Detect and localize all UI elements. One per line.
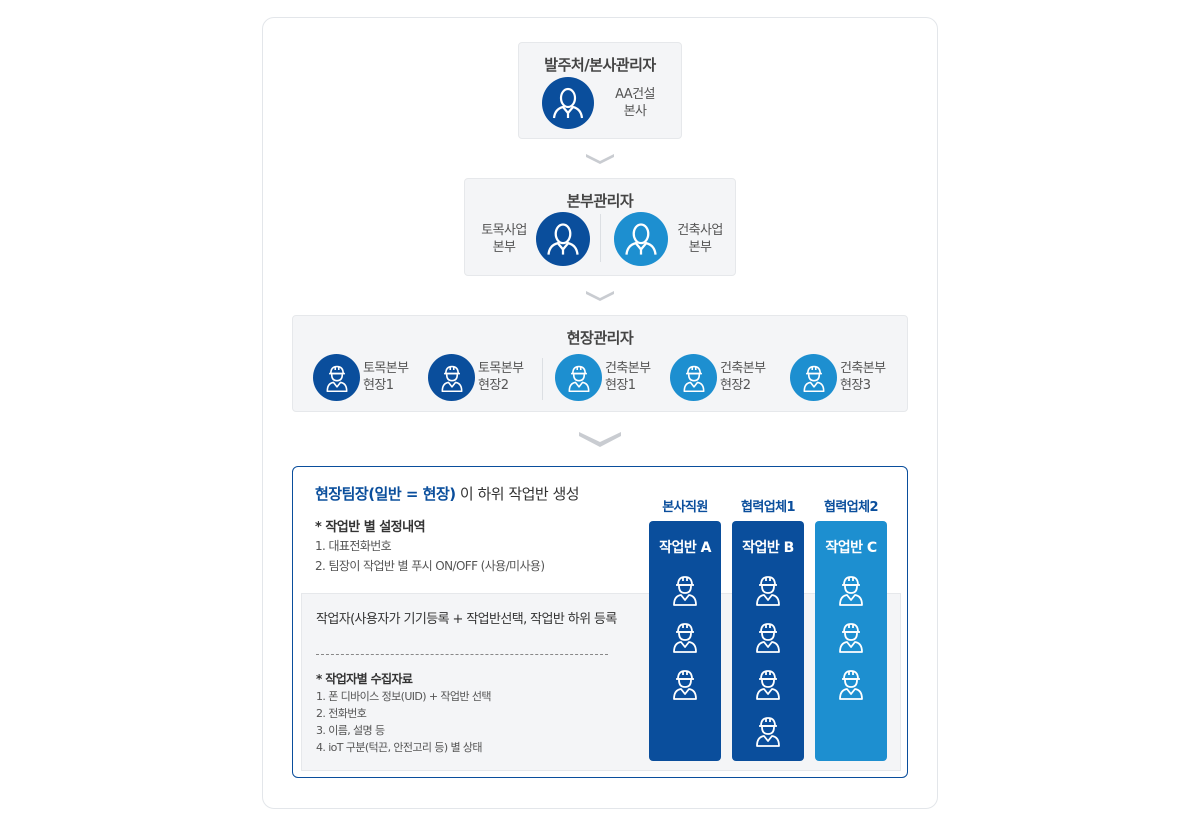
work-group-column: 작업반 A: [649, 521, 721, 761]
worker-helmet-icon: [837, 667, 865, 701]
work-group-column: 작업반 B: [732, 521, 804, 761]
work-group-name: 작업반 A: [659, 540, 711, 556]
worker-helmet-icon: [671, 573, 699, 607]
hq-label: AA건설 본사: [615, 87, 655, 119]
worker-helmet-icon: [754, 667, 782, 701]
worker-helmet-icon: [754, 573, 782, 607]
person-icon: [614, 212, 668, 266]
work-group-header: 협력업체1: [741, 500, 795, 515]
work-group-name: 작업반 C: [825, 540, 877, 556]
worker-registration-text: 작업자(사용자가 기기등록 + 작업반선택, 작업반 하위 등록: [316, 612, 617, 627]
worker-helmet-icon: [790, 354, 837, 401]
person-icon: [542, 77, 594, 129]
worker-helmet-icon: [671, 620, 699, 654]
arch-division-label: 건축사업 본부: [677, 223, 723, 255]
work-group-column: 작업반 C: [815, 521, 887, 761]
chevron-down-icon: [579, 432, 621, 447]
worker-helmet-icon: [671, 667, 699, 701]
hq-admin-box: 발주처/본사관리자 AA건설 본사: [518, 42, 682, 139]
worker-helmet-icon: [670, 354, 717, 401]
civil-division-label: 토목사업 본부: [481, 223, 527, 255]
worker-helmet-icon: [555, 354, 602, 401]
worker-helmet-icon: [837, 620, 865, 654]
collect-item: 2. 전화번호: [316, 707, 367, 720]
work-group-header: 본사직원: [662, 500, 708, 515]
collect-item: 3. 이름, 설명 등: [316, 724, 385, 737]
settings-item: 1. 대표전화번호: [315, 539, 392, 553]
person-icon: [536, 212, 590, 266]
worker-helmet-icon: [428, 354, 475, 401]
collect-title: * 작업자별 수집자료: [316, 672, 413, 686]
divider: [542, 358, 543, 400]
worker-helmet-icon: [313, 354, 360, 401]
team-heading: 현장팀장(일반 = 현장) 이 하위 작업반 생성: [315, 485, 580, 503]
team-box: 현장팀장(일반 = 현장) 이 하위 작업반 생성 * 작업반 별 설정내역 1…: [292, 466, 908, 778]
division-admin-title: 본부관리자: [566, 192, 634, 210]
work-group-name: 작업반 B: [742, 540, 794, 556]
chevron-down-icon: [586, 291, 614, 301]
collect-item: 4. ioT 구분(턱끈, 안전고리 등) 별 상태: [316, 741, 483, 754]
work-group-header: 협력업체2: [824, 500, 878, 515]
worker-helmet-icon: [754, 714, 782, 748]
dashed-divider: [316, 654, 608, 655]
worker-helmet-icon: [754, 620, 782, 654]
worker-helmet-icon: [837, 573, 865, 607]
collect-item: 1. 폰 디바이스 정보(UID) + 작업반 선택: [316, 690, 491, 703]
site-admin-title: 현장관리자: [566, 329, 634, 347]
settings-title: * 작업반 별 설정내역: [315, 520, 426, 535]
chevron-down-icon: [586, 154, 614, 164]
worker-info-panel: 작업자(사용자가 기기등록 + 작업반선택, 작업반 하위 등록 * 작업자별 …: [301, 593, 901, 771]
hq-admin-title: 발주처/본사관리자: [544, 56, 656, 74]
division-admin-box: 본부관리자 토목사업 본부 건축사업 본부: [464, 178, 736, 276]
divider: [600, 214, 601, 262]
settings-item: 2. 팀장이 작업반 별 푸시 ON/OFF (사용/미사용): [315, 559, 545, 573]
